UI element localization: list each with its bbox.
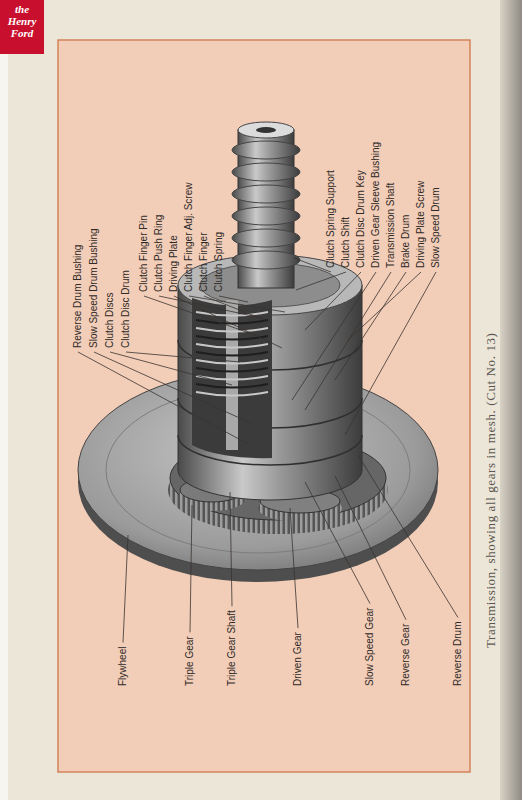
- part-label: Clutch Finger Pin: [138, 215, 150, 292]
- shaft-bore: [256, 127, 276, 133]
- clutch-spring-coil: [232, 141, 300, 159]
- clutch-disc: [196, 336, 268, 340]
- clutch-spring-coil: [232, 229, 300, 247]
- part-label: Driving Plate: [168, 235, 180, 292]
- clutch-discs: [196, 312, 268, 396]
- leader-line: [335, 476, 406, 620]
- leader-line: [204, 296, 265, 320]
- leader-line: [230, 492, 232, 606]
- clutch-disc: [196, 384, 268, 388]
- leader-line: [345, 272, 436, 435]
- leader-line: [296, 272, 346, 290]
- part-label: Driving Plate Screw: [415, 181, 427, 268]
- part-label: Flywheel: [117, 647, 129, 686]
- leader-line: [292, 272, 376, 400]
- leader-line: [348, 272, 421, 340]
- leader-line: [110, 352, 232, 385]
- part-label: Transmission Shaft: [385, 183, 397, 268]
- leader-line: [335, 272, 406, 380]
- part-label: Clutch Disc Drum Key: [355, 170, 367, 268]
- leader-line: [94, 352, 255, 425]
- part-label: Reverse Drum: [452, 622, 464, 686]
- part-label: Clutch Finger Adj. Screw: [183, 183, 195, 293]
- part-label: Driven Gear: [292, 632, 304, 686]
- part-label: Slow Speed Gear: [364, 608, 376, 686]
- part-label: Reverse Drum Bushing: [72, 245, 84, 348]
- leader-line: [174, 296, 282, 348]
- logo-badge: [0, 0, 44, 54]
- clutch-spring-coil: [232, 207, 300, 225]
- page-edge: [0, 0, 8, 800]
- shaft-top: [238, 122, 294, 138]
- clutch-spring-coil: [232, 163, 300, 181]
- book-spine: [500, 0, 522, 800]
- part-label: Brake Drum: [400, 215, 412, 268]
- clutch-disc: [196, 392, 268, 396]
- plate: [58, 40, 470, 772]
- part-label: Clutch Discs: [104, 292, 116, 348]
- leader-line: [190, 505, 192, 632]
- leader-line: [305, 272, 391, 410]
- clutch-disc: [196, 376, 268, 380]
- clutch-spring-coil: [232, 251, 300, 269]
- leader-line: [219, 296, 248, 302]
- clutch-spring-coil: [232, 185, 300, 203]
- clutch-disc: [196, 344, 268, 348]
- clutch-disc: [196, 328, 268, 332]
- part-label: Slow Speed Drum Bushing: [88, 228, 100, 348]
- leader-line: [305, 482, 370, 604]
- clutch-disc: [196, 320, 268, 324]
- caption: Transmission, showing all gears in mesh.…: [483, 332, 498, 648]
- part-label: Clutch Spring Support: [325, 170, 337, 268]
- leader-line: [290, 508, 298, 628]
- part-label: Clutch Push Ring: [153, 215, 165, 292]
- part-label: Clutch Finger: [198, 233, 210, 292]
- part-label: Clutch Disc Drum: [120, 270, 132, 348]
- leader-line: [123, 535, 128, 643]
- part-label: Driven Gear Sleeve Bushing: [370, 142, 382, 268]
- shaft-rings: [232, 141, 300, 269]
- clutch-disc: [196, 368, 268, 372]
- leader-line: [305, 272, 361, 330]
- watermark: the Henry Ford: [2, 3, 42, 39]
- leader-line: [144, 296, 255, 335]
- part-label: Slow Speed Drum: [430, 187, 442, 268]
- cutaway: [192, 298, 272, 458]
- part-label: Triple Gear: [184, 636, 196, 686]
- clutch-disc: [196, 312, 268, 316]
- leader-line: [189, 296, 285, 312]
- clutch-disc: [196, 360, 268, 364]
- clutch-disc: [196, 352, 268, 356]
- part-label: Clutch Shift: [340, 217, 352, 268]
- part-label: Reverse Gear: [400, 624, 412, 686]
- leader-line: [358, 455, 458, 618]
- part-label: Triple Gear Shaft: [226, 610, 238, 686]
- part-label: Clutch Spring: [213, 232, 225, 292]
- leader-line: [126, 352, 240, 362]
- leader-line: [78, 352, 250, 445]
